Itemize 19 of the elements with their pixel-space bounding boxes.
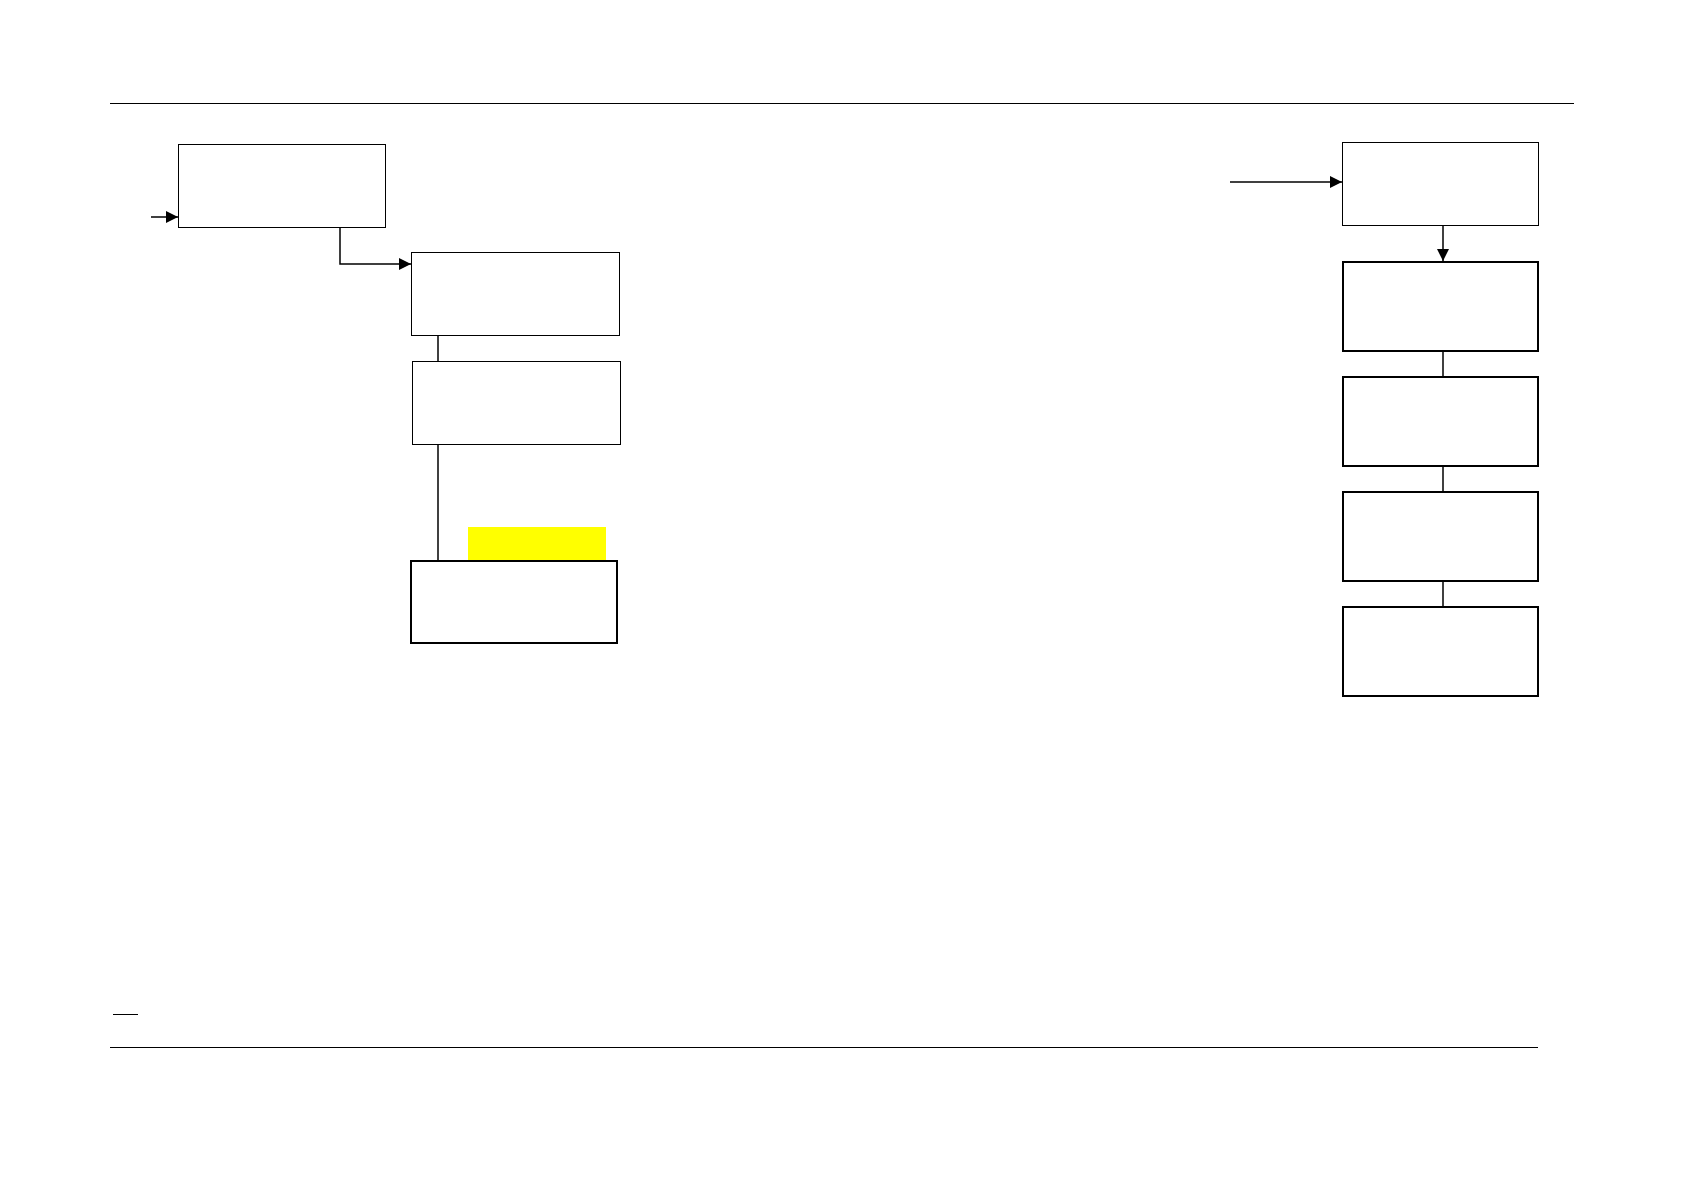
- process-box: [412, 361, 621, 445]
- process-box: [1342, 491, 1539, 582]
- arrow: [150, 211, 179, 223]
- highlight-bar: [468, 527, 606, 560]
- process-box: [1342, 606, 1539, 697]
- process-box: [410, 560, 618, 644]
- process-box: [1342, 261, 1539, 352]
- process-box: [411, 252, 620, 336]
- connector-line: [1442, 351, 1444, 377]
- connector-line: [437, 444, 439, 561]
- arrow: [339, 227, 412, 270]
- connector-line: [437, 335, 439, 362]
- process-box: [178, 144, 386, 228]
- arrow: [1437, 225, 1449, 262]
- process-box: [1342, 376, 1539, 467]
- connector-line: [1442, 466, 1444, 492]
- connector-line: [1442, 581, 1444, 607]
- process-box: [1342, 142, 1539, 226]
- arrow: [1229, 176, 1343, 188]
